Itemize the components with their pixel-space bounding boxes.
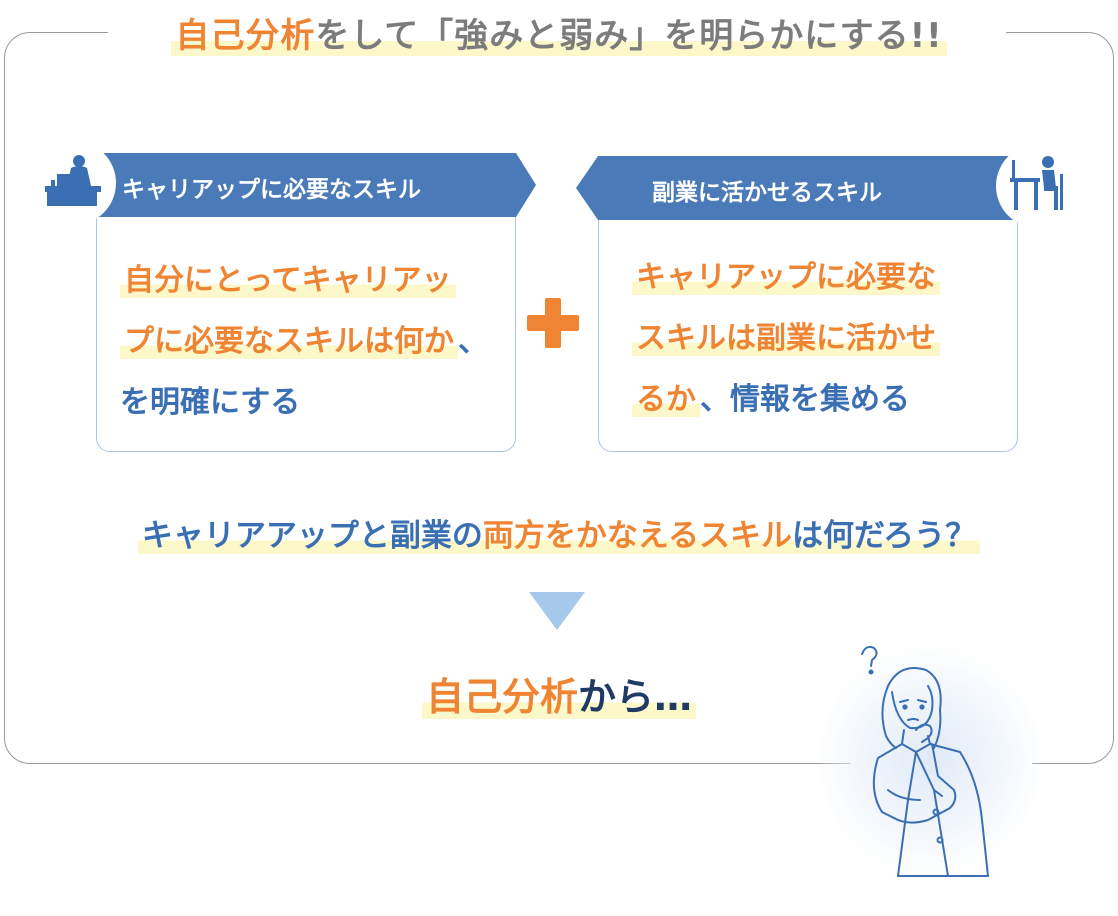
title-highlight: 自己分析	[175, 16, 316, 56]
right-card-line-3: るか、情報を集める	[632, 369, 910, 430]
plus-icon	[527, 298, 579, 348]
bottom-text: 自己分析から…	[0, 666, 1118, 721]
question-text: キャリアアップと副業の両方をかなえるスキルは何だろう？	[0, 510, 1118, 555]
person-at-computer-desk-icon	[1010, 156, 1063, 210]
left-card-line-2: プに必要なスキルは何か、	[120, 311, 488, 372]
right-ribbon-label: 副業に活かせるスキル	[652, 180, 882, 206]
right-card-line-1: キャリアップに必要な	[632, 247, 940, 308]
left-card	[96, 184, 516, 452]
left-ribbon	[60, 153, 536, 217]
illustration-halo	[820, 640, 1040, 880]
left-card-line-3: を明確にする	[120, 385, 301, 420]
title-rest: をして「強みと弱み」を明らかにする!!	[315, 16, 943, 56]
right-ribbon	[576, 156, 1056, 220]
left-ribbon-label: キャリアップに必要なスキル	[122, 177, 421, 203]
office-worker-at-desk-icon	[45, 155, 101, 206]
thinking-businesswoman-icon	[861, 645, 989, 877]
right-card-line-2: スキルは副業に活かせ	[632, 308, 940, 369]
page-title: 自己分析をして「強みと弱み」を明らかにする!!	[0, 8, 1118, 57]
left-card-line-1: 自分にとってキャリアッ	[120, 250, 456, 311]
down-arrow-icon	[529, 592, 585, 630]
